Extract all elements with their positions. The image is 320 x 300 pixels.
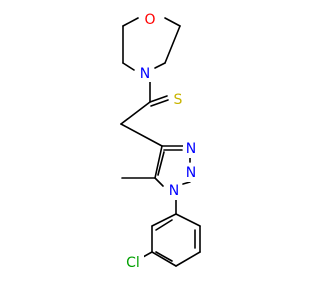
morpholine-nitrogen-label: N [140, 66, 150, 82]
sulfur-label: S [174, 92, 183, 108]
morpholine-ring [122, 17, 181, 71]
triazole-ring [120, 123, 191, 187]
triazole-n2-label: N [186, 141, 196, 157]
chlorine-label: Cl [126, 255, 140, 271]
structure-diagram: O N S N N N Cl [120, 10, 201, 272]
triazole-n3-label: N [186, 165, 196, 181]
chlorophenyl-ring [142, 213, 201, 267]
molecule-canvas: O N S N N N Cl [120, 10, 201, 272]
triazole-n1-label: N [169, 183, 179, 199]
atom-labels: O N S N N N Cl [122, 10, 199, 272]
thioamide-group [120, 81, 169, 125]
oxygen-label: O [144, 12, 155, 28]
